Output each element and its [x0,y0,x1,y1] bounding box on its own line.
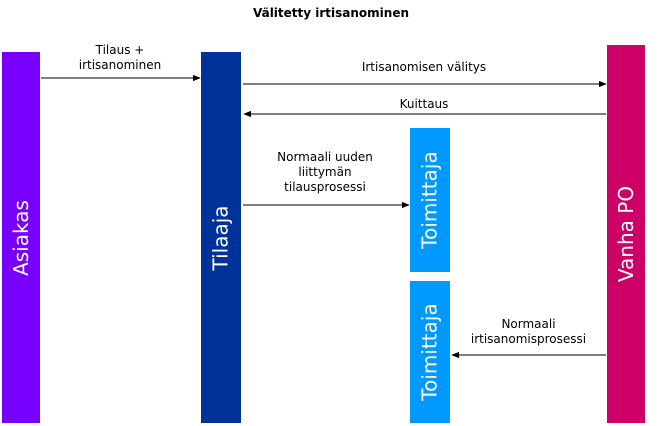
message-label-valitys: Irtisanomisen välitys [361,60,487,74]
lane-toimittaja-lower: Toimittaja [410,281,450,423]
lane-toimittaja-upper: Toimittaja [410,128,450,272]
lane-tilaaja: Tilaaja [201,52,241,423]
message-label-kuittaus: Kuittaus [399,97,449,111]
diagram-title: Välitetty irtisanominen [252,6,410,20]
message-label-tilaus: Tilaus +irtisanominen [78,43,162,72]
lane-asiakas: Asiakas [2,52,40,423]
lane-vanha-po: Vanha PO [607,45,645,423]
